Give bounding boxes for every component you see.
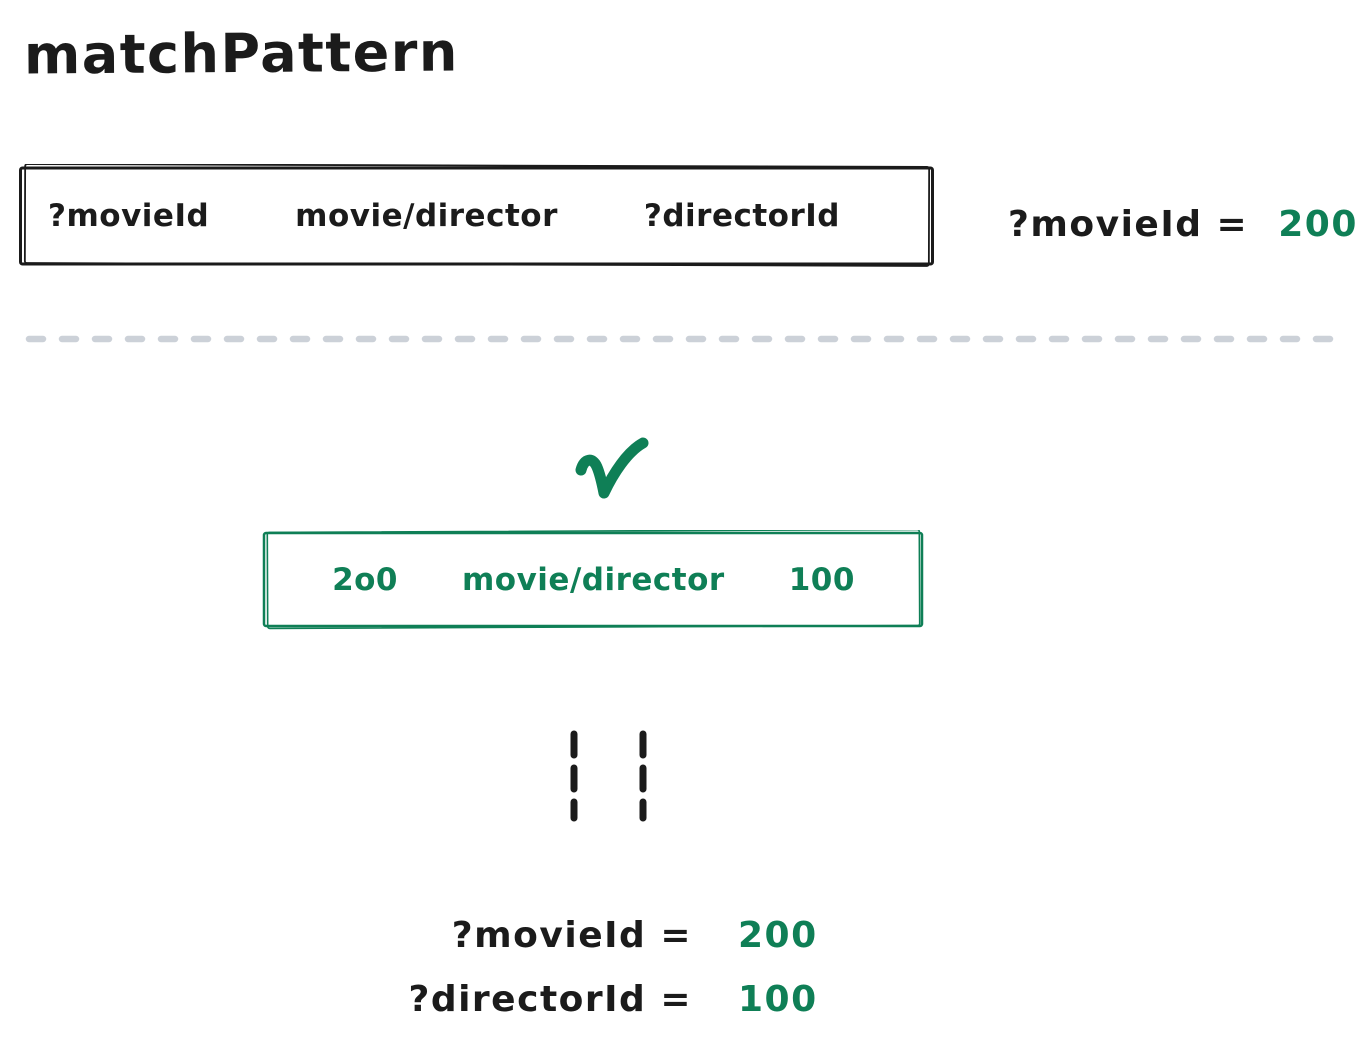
check-icon [575, 437, 649, 499]
result-directorid-value: 100 [738, 979, 818, 1020]
result-directorid-label: ?directorId = [408, 979, 692, 1020]
result-movieid-value: 200 [738, 915, 818, 956]
triple-pattern-box: ?movieId movie/director ?directorId [18, 164, 936, 268]
result-bindings: ?movieId = 200 ?directorId = 100 [360, 914, 868, 1021]
pattern-object: ?directorId [643, 198, 840, 234]
pattern-predicate: movie/director [295, 198, 558, 234]
matched-subject: 2o0 [332, 562, 398, 598]
page-title: matchPattern [23, 20, 460, 87]
input-binding: ?movieId = 200 [1008, 204, 1358, 245]
pattern-subject: ?movieId [48, 198, 210, 234]
matched-object: 100 [788, 562, 855, 598]
input-binding-label: ?movieId = [1008, 204, 1249, 245]
matched-predicate: movie/director [462, 562, 725, 598]
result-movieid-label: ?movieId = [451, 915, 692, 956]
continuation-dashes [570, 730, 647, 822]
matched-triple-box: 2o0 movie/director 100 [262, 530, 925, 630]
input-binding-value: 200 [1278, 204, 1358, 245]
dashed-separator-line [25, 335, 1351, 343]
